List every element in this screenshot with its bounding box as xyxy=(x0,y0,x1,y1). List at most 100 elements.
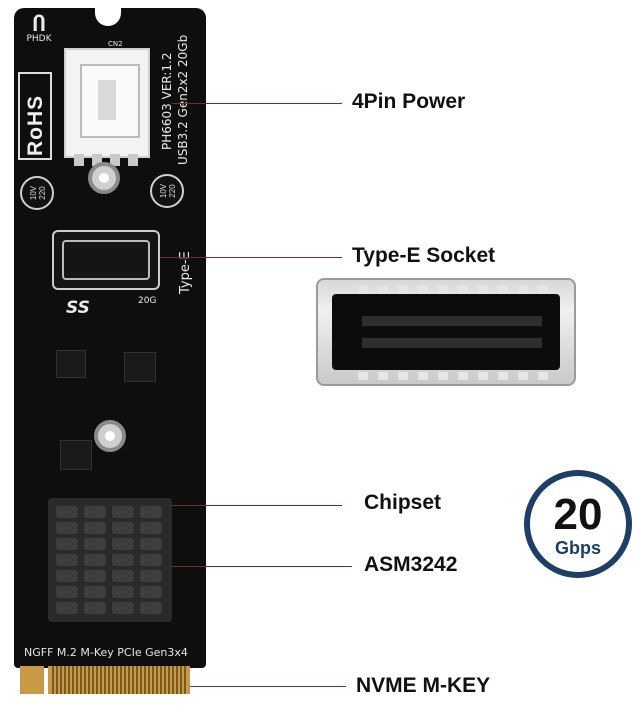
socket-contact xyxy=(458,372,468,380)
edge-pin-gap xyxy=(116,666,118,694)
socket-contact xyxy=(538,286,548,294)
superspeed-logo: SS xyxy=(66,298,90,318)
speed-badge: 20 Gbps xyxy=(524,470,632,578)
callout-label-4pin-power: 4Pin Power xyxy=(352,90,466,113)
type-e-socket-closeup xyxy=(316,278,576,386)
socket-contact xyxy=(518,372,528,380)
edge-pin-gap xyxy=(184,666,186,694)
edge-pin-gap xyxy=(136,666,138,694)
m2-spec-text: NGFF M.2 M-Key PCIe Gen3x4 xyxy=(24,646,188,659)
socket-contact xyxy=(438,286,448,294)
edge-pin-gap xyxy=(60,666,62,694)
mounting-hole xyxy=(88,162,120,194)
callout-label-nvme-m-key: NVME M-KEY xyxy=(356,674,491,697)
socket-contact xyxy=(538,372,548,380)
socket-contact xyxy=(418,286,428,294)
edge-pin-gap xyxy=(96,666,98,694)
edge-pin-gap xyxy=(68,666,70,694)
heatsink-fin xyxy=(140,522,162,534)
heatsink-fin xyxy=(112,570,134,582)
heatsink-fin xyxy=(84,602,106,614)
heatsink-fin xyxy=(84,586,106,598)
edge-pin-gap xyxy=(176,666,178,694)
heatsink-fin xyxy=(112,506,134,518)
speed-badge-unit: Gbps xyxy=(554,538,601,558)
socket-contact xyxy=(438,372,448,380)
edge-pin-gap xyxy=(52,666,54,694)
brand-logo: Ⴖ PHDK xyxy=(18,14,60,44)
callout-label-chipset: Chipset xyxy=(364,491,442,514)
socket-contact xyxy=(478,286,488,294)
mounting-notch xyxy=(95,0,121,26)
m2-edge-contacts-left xyxy=(20,666,44,694)
edge-pin-gap xyxy=(128,666,130,694)
heatsink-fin xyxy=(140,570,162,582)
heatsink-fin xyxy=(112,586,134,598)
heatsink-fin xyxy=(56,602,78,614)
edge-pin-gap xyxy=(168,666,170,694)
heatsink-fin xyxy=(140,506,162,518)
edge-pin-gap xyxy=(164,666,166,694)
edge-pin-gap xyxy=(156,666,158,694)
heatsink-fin xyxy=(140,602,162,614)
edge-pin-gap xyxy=(56,666,58,694)
heatsink-fin xyxy=(140,538,162,550)
heatsink-fin xyxy=(112,602,134,614)
heatsink-fin xyxy=(140,554,162,566)
usb-spec-text: USB3.2 Gen2x2 20Gb xyxy=(176,34,190,165)
m2-edge-contacts xyxy=(48,666,190,694)
edge-pin-gap xyxy=(152,666,154,694)
socket-contact xyxy=(518,286,528,294)
socket-contact xyxy=(378,286,388,294)
heatsink-fin xyxy=(56,554,78,566)
speed-mark: 20G xyxy=(138,296,157,306)
heatsink-fin xyxy=(56,522,78,534)
edge-pin-gap xyxy=(104,666,106,694)
heatsink-fin xyxy=(112,554,134,566)
edge-pin-gap xyxy=(144,666,146,694)
socket-contact xyxy=(498,372,508,380)
mounting-hole xyxy=(94,420,126,452)
edge-pin-gap xyxy=(76,666,78,694)
socket-contact xyxy=(498,286,508,294)
component-chip xyxy=(56,350,86,378)
brand-text: PHDK xyxy=(26,34,52,44)
power-pin xyxy=(110,154,120,166)
heatsink-fin xyxy=(112,522,134,534)
edge-pin-gap xyxy=(120,666,122,694)
socket-contact xyxy=(378,372,388,380)
edge-pin-gap xyxy=(88,666,90,694)
socket-contact xyxy=(358,372,368,380)
heatsink-fin xyxy=(84,522,106,534)
edge-pin-gap xyxy=(140,666,142,694)
socket-contact xyxy=(478,372,488,380)
edge-pin-gap xyxy=(80,666,82,694)
edge-pin-gap xyxy=(72,666,74,694)
heatsink-fin xyxy=(84,506,106,518)
heatsink-fin xyxy=(112,538,134,550)
edge-pin-gap xyxy=(132,666,134,694)
capacitor: 10V 220 xyxy=(20,176,54,210)
edge-pin-gap xyxy=(64,666,66,694)
component-chip xyxy=(124,352,156,382)
speed-badge-number: 20 xyxy=(553,490,603,539)
callout-line xyxy=(172,103,342,104)
edge-pin-gap xyxy=(180,666,182,694)
rohs-text: RoHS xyxy=(24,94,47,156)
callout-label-type-e-socket: Type-E Socket xyxy=(352,244,496,267)
type-e-socket xyxy=(52,230,160,290)
capacitor: 10V 220 xyxy=(150,174,184,208)
heatsink-fin xyxy=(56,570,78,582)
edge-pin-gap xyxy=(172,666,174,694)
edge-pin-gap xyxy=(124,666,126,694)
edge-pin-gap xyxy=(92,666,94,694)
callout-line xyxy=(172,505,342,506)
heatsink-fin xyxy=(140,586,162,598)
socket-contact xyxy=(418,372,428,380)
power-pin xyxy=(128,154,138,166)
callout-line xyxy=(160,257,342,258)
version-text: PH6603 VER:1.2 xyxy=(160,52,174,151)
component-chip xyxy=(60,440,92,470)
edge-pin-gap xyxy=(108,666,110,694)
heatsink-fin xyxy=(56,506,78,518)
